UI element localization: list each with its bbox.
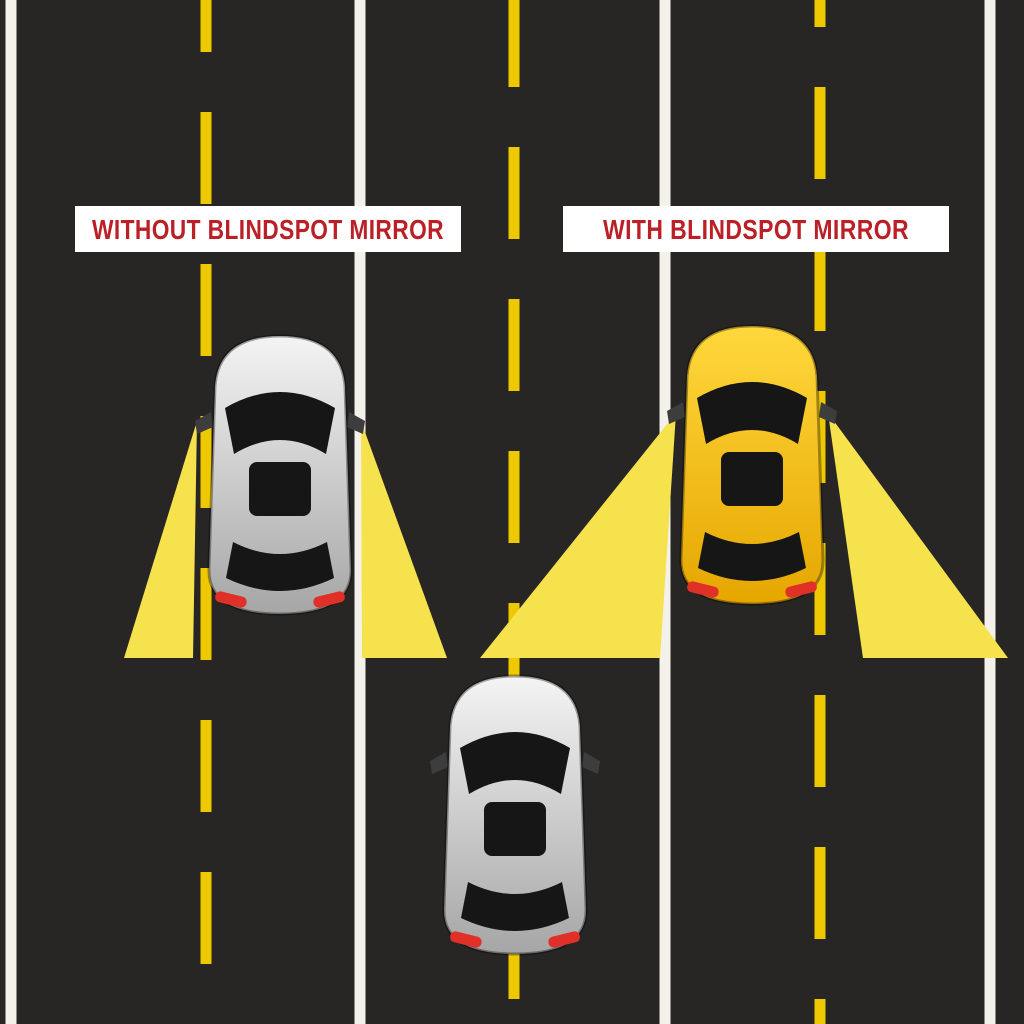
car-trim: [667, 402, 837, 424]
wide-view-cone-right: [828, 413, 1008, 658]
silver-car-bottom: [430, 674, 600, 956]
car-windows: [460, 732, 570, 931]
car-taillights: [687, 581, 817, 598]
silver-car-left: [195, 334, 365, 616]
wide-view-cone-left: [480, 413, 676, 658]
side-mirror-left: [667, 402, 685, 424]
side-mirror-right: [347, 412, 365, 434]
narrow-view-cone-left: [124, 421, 197, 658]
banner-with-mirror-label: WITH BLINDSPOT MIRROR: [603, 214, 909, 245]
banner-without-mirror-label: WITHOUT BLINDSPOT MIRROR: [92, 214, 444, 245]
narrow-view-cone-right: [361, 421, 447, 658]
side-mirror-right: [819, 402, 837, 424]
sunroof: [484, 802, 546, 856]
taillight-left: [687, 581, 719, 598]
rear-window: [698, 532, 806, 581]
car-windows: [697, 382, 807, 581]
car-taillights: [215, 591, 345, 608]
side-mirror-left: [195, 412, 213, 434]
car-trim: [195, 412, 365, 434]
side-mirror-right: [582, 752, 600, 774]
taillight-left: [450, 931, 482, 948]
rear-window: [226, 542, 334, 591]
car-windows: [225, 392, 335, 591]
taillight-right: [785, 581, 817, 598]
taillight-left: [215, 591, 247, 608]
banner-without-mirror: [75, 206, 461, 252]
windshield: [460, 732, 570, 794]
windshield: [697, 382, 807, 444]
taillight-right: [313, 591, 345, 608]
windshield: [225, 392, 335, 454]
car-taillights: [450, 931, 580, 948]
yellow-car-right: [667, 324, 837, 606]
side-mirror-left: [430, 752, 448, 774]
car-trim: [430, 752, 600, 774]
taillight-right: [548, 931, 580, 948]
rear-window: [461, 882, 569, 931]
sunroof: [721, 452, 783, 506]
sunroof: [249, 462, 311, 516]
banner-with-mirror: [563, 206, 949, 252]
